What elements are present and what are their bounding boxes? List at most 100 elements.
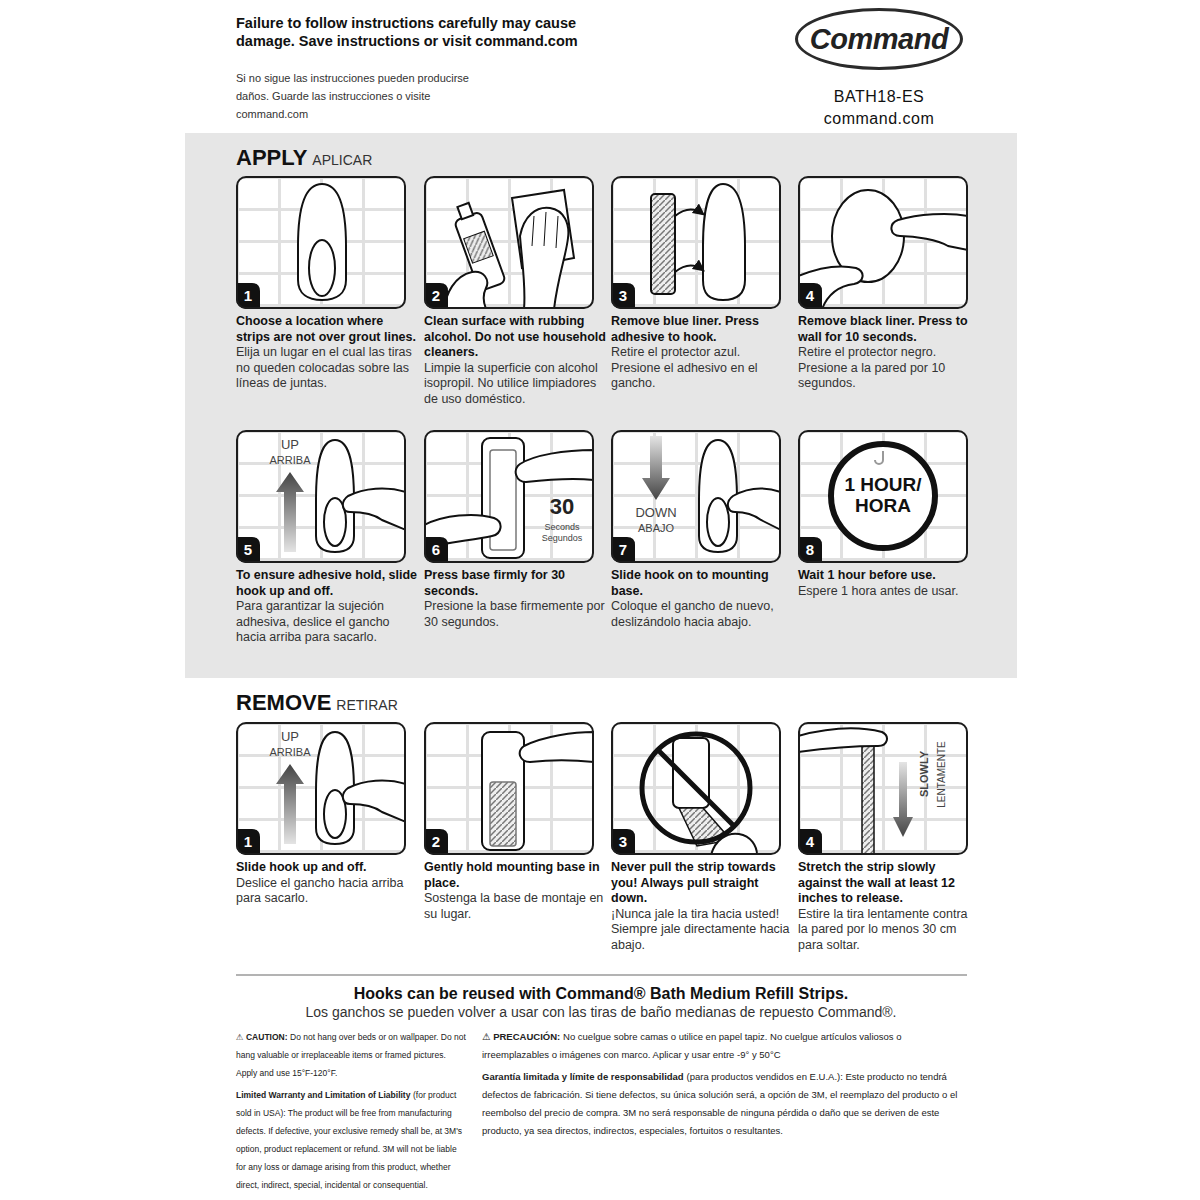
step-number: 6 [424,537,448,563]
step-illustration [424,176,594,309]
step-number: 1 [236,829,260,855]
fine-print-heading: ⚠ CAUTION: [236,1032,288,1042]
step-illustration [424,430,594,563]
up-arrow [276,472,304,552]
up-arrow [276,764,304,844]
step-caption: Never pull the strip towards you! Always… [611,860,793,953]
step-illustration [651,194,675,294]
step-illustration [424,430,594,563]
arrow-label: DOWN [621,506,691,521]
label-text: Si no sigue las instrucciones pueden pro… [236,72,469,120]
step-illustration [343,781,406,822]
fine-print: ⚠ CAUTION:Do not hang over beds or on wa… [236,1026,466,1196]
label-text: Failure to follow instructions carefully… [236,15,578,49]
arrow-label: ARRIBA [255,454,325,467]
instruction-translation: Estire la tira lentamente contra la pare… [798,907,980,954]
step-number: 3 [611,283,635,309]
fine-print-heading: ⚠ PRECAUCIÓN: [482,1031,560,1042]
instruction-text: Remove blue liner. Press adhesive to hoo… [611,314,793,345]
fine-print: ⚠ PRECAUCIÓN:No cuelgue sobre camas o ut… [482,1026,962,1142]
step-panel: 2Gently hold mounting base in place.Sost… [424,722,594,855]
section-heading: APPLYAPLICAR [236,145,372,171]
step-number: 8 [798,537,822,563]
step-panel: 5UPARRIBATo ensure adhesive hold, slide … [236,430,406,563]
step-caption: To ensure adhesive hold, slide hook up a… [236,568,418,646]
number-tab [236,283,260,309]
instruction-translation: Limpie la superficie con alcohol isoprop… [424,361,606,408]
number-tab [424,537,448,563]
step-illustration [798,722,968,855]
step-illustration [532,212,558,248]
text-paragraph: ⚠ CAUTION:Do not hang over beds or on wa… [236,1026,466,1080]
step-number: 1 [236,283,260,309]
step-illustration [728,489,781,530]
step-illustration [424,722,594,855]
product-code: BATH18-EScommand.com [795,88,963,132]
step-illustration [236,430,406,563]
timer-unit: Segundos [534,533,590,543]
step-number: 4 [798,829,822,855]
step-panel: 4Remove black liner. Press to wall for 1… [798,176,968,309]
arrow-label: ARRIBA [255,746,325,759]
instruction-text: Slide hook on to mounting base. [611,568,793,599]
step-caption: Clean surface with rubbing alcohol. Do n… [424,314,606,407]
text-paragraph: Limited Warranty and Limitation of Liabi… [236,1084,466,1192]
fine-print-heading: Limited Warranty and Limitation of Liabi… [236,1090,410,1100]
step-illustration [798,430,968,563]
label-text: command.com [824,110,934,127]
step-illustration [520,732,594,762]
text-paragraph: command.com [795,110,963,128]
step-panel: 4SLOWLYLENTAMENTEStretch the strip slowl… [798,722,968,855]
instruction-text: Gently hold mounting base in place. [424,860,606,891]
timer-unit: Seconds [534,522,590,532]
instruction-translation: Retire el protector negro. Presione a la… [798,345,980,392]
step-illustration [236,176,406,309]
step-illustration [343,489,406,530]
step-illustration [798,722,968,855]
step-caption: Wait 1 hour before use.Espere 1 hora ant… [798,568,980,599]
number-tab [236,537,260,563]
step-illustration [798,176,968,309]
text-paragraph: Failure to follow instructions carefully… [236,14,581,50]
arrow-label: LENTAMENTE [935,729,948,819]
number-tab [611,829,635,855]
number-tab [798,537,822,563]
number-tab [798,829,822,855]
step-number: 5 [236,537,260,563]
step-illustration [862,742,874,855]
text-paragraph: Garantía limitada y límite de responsabi… [482,1066,962,1138]
instruction-text: Clean surface with rubbing alcohol. Do n… [424,314,606,361]
text-paragraph: ⚠ PRECAUCIÓN:No cuelgue sobre camas o ut… [482,1026,962,1062]
arrow-label: UP [260,730,320,745]
step-caption: Stretch the strip slowly against the wal… [798,860,980,953]
step-caption: Slide hook on to mounting base.Coloque e… [611,568,793,630]
step-illustration [699,440,737,552]
reuse-note: Hooks can be reused with Command® Bath M… [185,985,1017,1021]
label-text: RETIRAR [336,697,397,713]
arrow-label: ABAJO [621,522,691,535]
instruction-translation: Coloque el gancho de nuevo, deslizándolo… [611,599,793,630]
instruction-translation: Sostenga la base de montaje en su lugar. [424,891,606,922]
step-illustration [482,438,524,558]
step-panel: 1Choose a location where strips are not … [236,176,406,309]
step-illustration [611,430,781,563]
step-panel: 7DOWNABAJOSlide hook on to mounting base… [611,430,781,563]
number-tab [611,537,635,563]
text-paragraph: REMOVERETIRAR [236,690,636,716]
step-number: 7 [611,537,635,563]
instruction-text: Stretch the strip slowly against the wal… [798,860,980,907]
apply-panel-ground [185,133,1017,678]
step-illustration [611,176,781,309]
instruction-text: Choose a location where strips are not o… [236,314,418,345]
hook-icon [875,451,883,464]
step-illustration [482,732,524,850]
instruction-text: Never pull the strip towards you! Always… [611,860,793,907]
arrow-label: UP [260,438,320,453]
prohibition-sign [642,734,750,842]
wait-time: 1 HOUR/ HORA [833,474,933,516]
instruction-text: Slide hook up and off. [236,860,418,876]
step-illustration [611,722,781,855]
number-tab [798,283,822,309]
brand-logo: Command [795,8,963,70]
